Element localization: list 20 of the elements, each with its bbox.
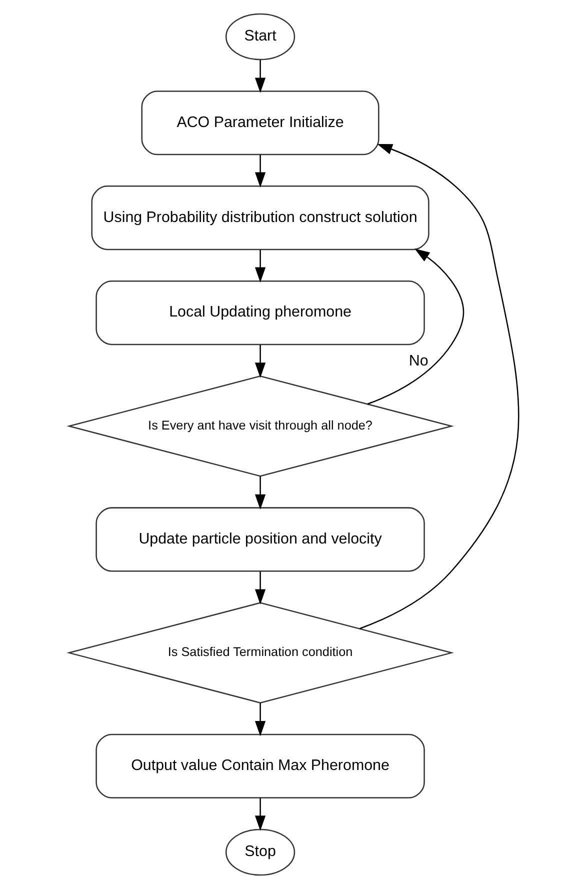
arrow <box>254 703 266 736</box>
node-diamond: Is Satisfied Termination condition <box>66 602 454 704</box>
arrow <box>254 798 266 831</box>
edge-label: No <box>408 352 428 370</box>
node-box: Output value Contain Max Pheromone <box>95 734 424 798</box>
node-ellipse: Start <box>224 13 295 60</box>
arrow <box>254 60 266 93</box>
arrow <box>254 154 266 188</box>
arrow <box>359 144 519 630</box>
arrow <box>254 572 266 604</box>
arrow <box>254 344 266 378</box>
node-ellipse: Stop <box>224 828 295 876</box>
node-diamond: Is Every ant have visit through all node? <box>66 375 454 477</box>
arrow <box>366 248 464 405</box>
node-box: ACO Parameter Initialize <box>140 90 379 156</box>
arrow <box>254 476 266 510</box>
node-box: Update particle position and velocity <box>95 507 424 572</box>
node-box: Local Updating pheromone <box>95 280 424 346</box>
arrow <box>254 250 266 282</box>
node-box: Using Probability distribution construct solution <box>90 186 429 250</box>
